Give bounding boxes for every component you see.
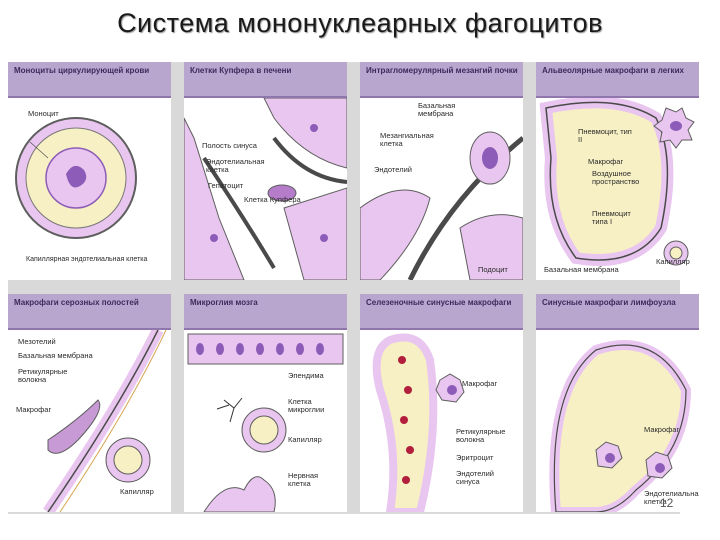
panel-header: Макрофаги серозных полостей: [8, 294, 171, 330]
label-microglia-cell: Клетка микроглии: [288, 397, 325, 415]
label-macrophage: Макрофаг: [462, 379, 498, 388]
label-macrophage: Макрофаг: [16, 405, 52, 414]
label-kupffer-cell: Клетка Купфера: [244, 195, 301, 204]
panel-lymph-node-macrophages: Синусные макрофаги лимфоузла Макрофаг Эн…: [536, 294, 699, 512]
panel-mesangium: Интрагломерулярный мезангий почки Базаль…: [360, 62, 523, 280]
panel-microglia: Микроглия мозга Эпендима Клетка микрогли…: [184, 294, 347, 512]
mesangium-illustration: [360, 131, 523, 280]
label-capillary-endothelial-cell: Капиллярная эндотелиальная клетка: [26, 256, 148, 263]
label-monocyte: Моноцит: [28, 109, 59, 118]
panel-header: Клетки Купфера в печени: [184, 62, 347, 98]
label-reticular-fibers: Ретикулярные волокна: [456, 427, 506, 445]
panel-serous-macrophages: Макрофаги серозных полостей Мезотелий Ба…: [8, 294, 171, 512]
panel-title: Моноциты циркулирующей крови: [14, 66, 150, 75]
label-pneumocyte-type-1: Пневмоцит типа I: [592, 209, 631, 227]
figure-grid: Моноциты циркулирующей крови Моноцит Кап…: [8, 62, 699, 514]
label-capillary: Капилляр: [120, 487, 154, 496]
panel-title: Макрофаги серозных полостей: [14, 298, 139, 307]
label-mesangial-cell: Мезангиальная клетка: [380, 131, 434, 149]
label-erythrocyte: Эритроцит: [456, 453, 494, 462]
liver-sinus-illustration: [184, 98, 347, 280]
label-pneumocyte-type-2: Пневмоцит, тип II: [578, 127, 632, 145]
panel-header: Интрагломерулярный мезангий почки: [360, 62, 523, 98]
panel-header: Микроглия мозга: [184, 294, 347, 330]
panel-kupffer-cells: Клетки Купфера в печени Полость синуса Э…: [184, 62, 347, 280]
panel-title: Синусные макрофаги лимфоузла: [542, 298, 676, 307]
label-endothelium: Эндотелий: [374, 165, 412, 174]
label-macrophage: Макрофаг: [588, 157, 624, 166]
label-endothelial-cell: Эндотелиальная клетка: [644, 489, 699, 507]
label-capillary: Капилляр: [656, 257, 690, 266]
label-macrophage: Макрофаг: [644, 425, 680, 434]
panel-title: Интрагломерулярный мезангий почки: [366, 66, 518, 75]
lymph-node-illustration: [549, 340, 692, 512]
serous-cavity-illustration: [43, 330, 167, 512]
label-sinus-endothelium: Эндотелий синуса: [456, 469, 494, 487]
label-ependyma: Эпендима: [288, 371, 324, 380]
spleen-sinus-illustration: [372, 333, 465, 512]
panel-header: Селезеночные синусные макрофаги: [360, 294, 523, 330]
panel-header: Альвеолярные макрофаги в легких: [536, 62, 699, 98]
slide-title: Система мононуклеарных фагоцитов: [117, 8, 603, 38]
alveolus-illustration: [539, 98, 695, 266]
panel-splenic-macrophages: Селезеночные синусные макрофаги Макрофаг…: [360, 294, 523, 512]
label-basement-membrane: Базальная мембрана: [418, 101, 456, 119]
panel-monocytes: Моноциты циркулирующей крови Моноцит Кап…: [8, 62, 171, 280]
label-capillary: Капилляр: [288, 435, 322, 444]
panel-alveolar-macrophages: Альвеолярные макрофаги в легких Пневмоци…: [536, 62, 699, 280]
panel-title: Микроглия мозга: [190, 298, 258, 307]
panel-title: Селезеночные синусные макрофаги: [366, 298, 512, 307]
label-sinus-cavity: Полость синуса: [202, 141, 257, 150]
label-air-space: Воздушное пространство: [592, 169, 640, 187]
label-nerve-cell: Нервная клетка: [288, 471, 319, 489]
brain-illustration: [187, 333, 344, 512]
label-endothelial-cell: Эндотелиальная клетка: [206, 157, 265, 175]
page-number: 12: [660, 496, 674, 510]
label-reticular-fibers: Ретикулярные волокна: [18, 367, 68, 385]
panel-header: Моноциты циркулирующей крови: [8, 62, 171, 98]
panel-title: Клетки Купфера в печени: [190, 66, 292, 75]
monocyte-illustration: [15, 117, 137, 239]
label-podocyte: Подоцит: [478, 265, 508, 274]
label-basement-membrane: Базальная мембрана: [544, 265, 619, 274]
label-basement-membrane: Базальная мембрана: [18, 351, 93, 360]
label-mesothelium: Мезотелий: [18, 337, 56, 346]
panel-header: Синусные макрофаги лимфоузла: [536, 294, 699, 330]
label-hepatocyte: Гепатоцит: [208, 181, 244, 190]
panel-title: Альвеолярные макрофаги в легких: [542, 66, 684, 75]
